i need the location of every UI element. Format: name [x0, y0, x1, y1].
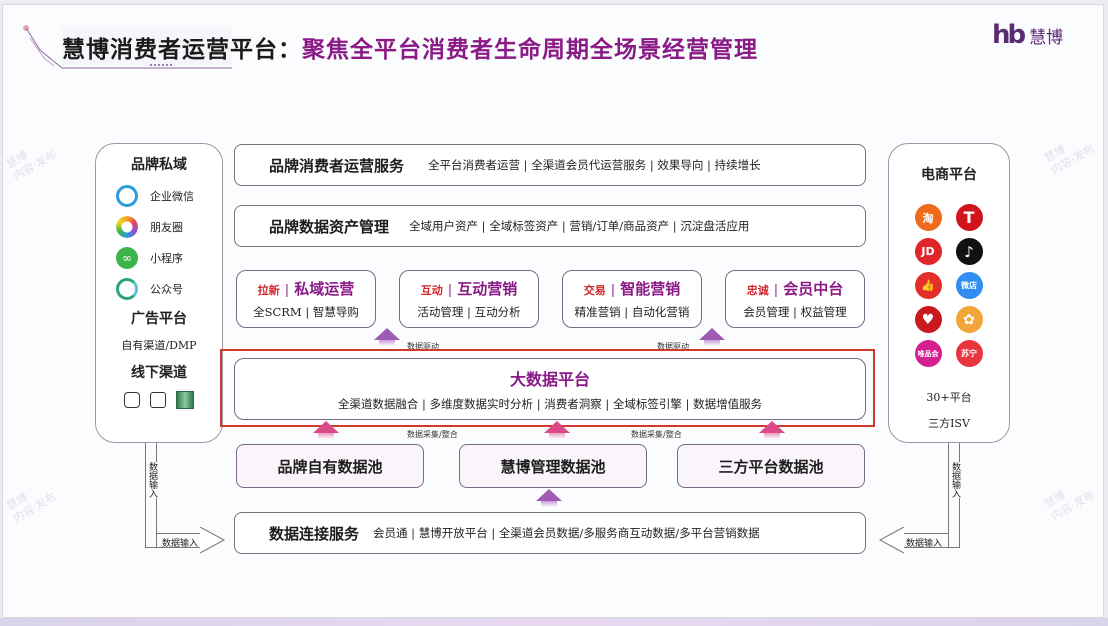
mini-program-item: ∞ 小程序 [116, 242, 222, 273]
mini-program-icon: ∞ [116, 246, 138, 269]
connect-title: 数据连接服务 [269, 524, 360, 543]
offline-channel-title: 线下渠道 [131, 365, 187, 381]
module-member-center: 忠诚|会员中台 会员管理 | 权益管理 [725, 270, 865, 328]
meituan-icon: ✿ [955, 306, 983, 333]
moments-item: 朋友圈 [116, 211, 222, 242]
left-connector-bottom [145, 547, 205, 548]
module-title: 私域运营 [294, 280, 355, 298]
private-domain-title: 品牌私域 [131, 157, 187, 173]
right-connector-bottom [900, 547, 960, 548]
module-title: 会员中台 [783, 280, 844, 298]
module-desc: 精准营销 | 自动化营销 [574, 305, 690, 319]
ad-platform-title: 广告平台 [131, 311, 187, 327]
tmall-icon: T [955, 204, 983, 231]
brand-data-pool: 品牌自有数据池 [236, 444, 424, 488]
bigdata-title: 大数据平台 [509, 370, 590, 389]
asset-title: 品牌数据资产管理 [269, 217, 390, 236]
connector-label: 数据输入 [949, 462, 962, 498]
douyin-icon: ♪ [955, 238, 983, 265]
module-interactive-marketing: 互动|互动营销 活动管理 | 互动分析 [399, 270, 539, 328]
module-title: 智能营销 [620, 280, 681, 298]
pinduoduo-icon: ♥ [914, 306, 942, 333]
title-main: 慧博消费者运营平台： [62, 37, 302, 63]
bigdata-platform-box: 大数据平台 全渠道数据融合 | 多维度数据实时分析 | 消费者洞察 | 全域标签… [234, 358, 866, 420]
page-title: 慧博消费者运营平台：聚焦全平台消费者生命周期全场景经营管理 [62, 30, 758, 64]
title-subtitle: 聚焦全平台消费者生命周期全场景经营管理 [302, 37, 758, 63]
title-decoration-icon [23, 25, 232, 69]
arrow-up-icon [759, 421, 785, 439]
left-connector-top [157, 533, 205, 534]
slide-bottom-bar [0, 618, 1108, 626]
offline-icons [96, 391, 222, 409]
arrow-right-icon [200, 527, 226, 554]
flow-label: 数据驱动 [657, 342, 689, 351]
consumer-ops-service-box: 品牌消费者运营服务 全平台消费者运营 | 全渠道会员代运营服务 | 效果导向 |… [234, 144, 866, 186]
jd-icon: JD [914, 238, 942, 265]
module-desc: 会员管理 | 权益管理 [743, 305, 847, 319]
logo-text: 慧博 [1029, 27, 1064, 48]
flow-label: 数据采集/整合 [631, 430, 682, 439]
connector-label: 数据输入 [162, 539, 199, 549]
connect-desc: 会员通 | 慧博开放平台 | 全渠道会员数据/多服务商互动数据/多平台营销数据 [373, 526, 760, 540]
asset-desc: 全域用户资产 | 全域标签资产 | 营销/订单/商品资产 | 沉淀盘活应用 [409, 219, 750, 233]
taobao-icon: 淘 [914, 204, 942, 231]
module-smart-marketing: 交易|智能营销 精准营销 | 自动化营销 [562, 270, 702, 328]
arrow-up-icon [544, 421, 570, 439]
service-desc: 全平台消费者运营 | 全渠道会员代运营服务 | 效果导向 | 持续增长 [428, 158, 761, 172]
suning-icon: 苏宁 [955, 340, 983, 367]
pos-icon [124, 392, 140, 408]
moments-icon [116, 215, 138, 238]
official-account-item: 公众号 [116, 273, 222, 304]
huibo-data-pool: 慧博管理数据池 [459, 444, 647, 488]
wecom-icon [116, 184, 138, 207]
ecommerce-title: 电商平台 [921, 167, 977, 183]
connector-label: 数据输入 [146, 462, 159, 498]
brand-logo: hb 慧博 [992, 20, 1063, 50]
third-party-data-pool: 三方平台数据池 [677, 444, 865, 488]
right-panel-ecommerce: 电商平台 淘 T JD ♪ 👍 微店 ♥ ✿ 唯品会 苏宁 30+平台 三方IS… [888, 143, 1010, 443]
arrow-left-icon [879, 527, 905, 554]
kuaishou-icon: 👍 [914, 272, 942, 299]
official-account-icon [116, 277, 138, 300]
arrow-up-icon [313, 421, 339, 439]
weidian-icon: 微店 [955, 272, 983, 299]
data-asset-management-box: 品牌数据资产管理 全域用户资产 | 全域标签资产 | 营销/订单/商品资产 | … [234, 205, 866, 247]
connector-label: 数据输入 [906, 539, 943, 549]
right-connector-top [900, 533, 948, 534]
platform-count: 30+平台 [926, 391, 972, 404]
platform-icon-grid: 淘 T JD ♪ 👍 微店 ♥ ✿ 唯品会 苏宁 [889, 204, 1009, 367]
flow-label: 数据驱动 [407, 342, 439, 351]
module-private-ops: 拉新|私域运营 全SCRM | 智慧导购 [236, 270, 376, 328]
ad-platform-desc: 自有渠道/DMP [121, 339, 197, 352]
module-desc: 活动管理 | 互动分析 [417, 305, 521, 319]
flow-label: 数据采集/整合 [407, 430, 458, 439]
bigdata-desc: 全渠道数据融合 | 多维度数据实时分析 | 消费者洞察 | 全域标签引擎 | 数… [337, 397, 763, 411]
module-desc: 全SCRM | 智慧导购 [253, 305, 359, 319]
arrow-up-icon [699, 328, 725, 346]
left-panel-private-domain: 品牌私域 企业微信 朋友圈 ∞ 小程序 公众号 广告平台 自有渠道/DMP 线下… [95, 143, 223, 443]
mail-icon [150, 392, 166, 408]
store-icon [176, 391, 194, 409]
data-connection-service-box: 数据连接服务 会员通 | 慧博开放平台 | 全渠道会员数据/多服务商互动数据/多… [234, 512, 866, 554]
module-title: 互动营销 [457, 280, 518, 298]
third-party-isv: 三方ISV [928, 417, 970, 430]
service-title: 品牌消费者运营服务 [269, 156, 405, 175]
arrow-up-icon [374, 328, 400, 346]
logo-mark-icon: hb [992, 20, 1026, 50]
wecom-item: 企业微信 [116, 180, 222, 211]
vip-icon: 唯品会 [914, 340, 942, 367]
arrow-up-icon [536, 489, 562, 507]
